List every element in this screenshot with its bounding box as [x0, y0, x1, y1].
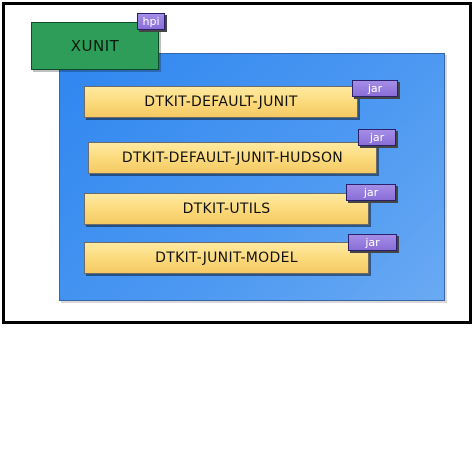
module-label: DTKIT-DEFAULT-JUNIT: [144, 94, 298, 110]
root-artifact-box: XUNIT: [31, 22, 159, 70]
module-box-default-junit-hudson: DTKIT-DEFAULT-JUNIT-HUDSON: [88, 142, 377, 174]
root-packaging-tag: hpi: [137, 13, 165, 30]
module-box-junit-model: DTKIT-JUNIT-MODEL: [84, 242, 369, 274]
root-artifact-label: XUNIT: [70, 37, 120, 55]
module-packaging-tag: jar: [346, 184, 396, 201]
module-label: DTKIT-UTILS: [182, 201, 271, 217]
module-label: DTKIT-JUNIT-MODEL: [155, 250, 298, 266]
module-label: DTKIT-DEFAULT-JUNIT-HUDSON: [121, 150, 344, 166]
module-packaging-tag: jar: [358, 129, 396, 146]
module-box-utils: DTKIT-UTILS: [84, 193, 369, 225]
module-packaging-tag: jar: [352, 80, 398, 97]
module-packaging-tag: jar: [348, 234, 397, 251]
module-box-default-junit: DTKIT-DEFAULT-JUNIT: [84, 86, 358, 118]
